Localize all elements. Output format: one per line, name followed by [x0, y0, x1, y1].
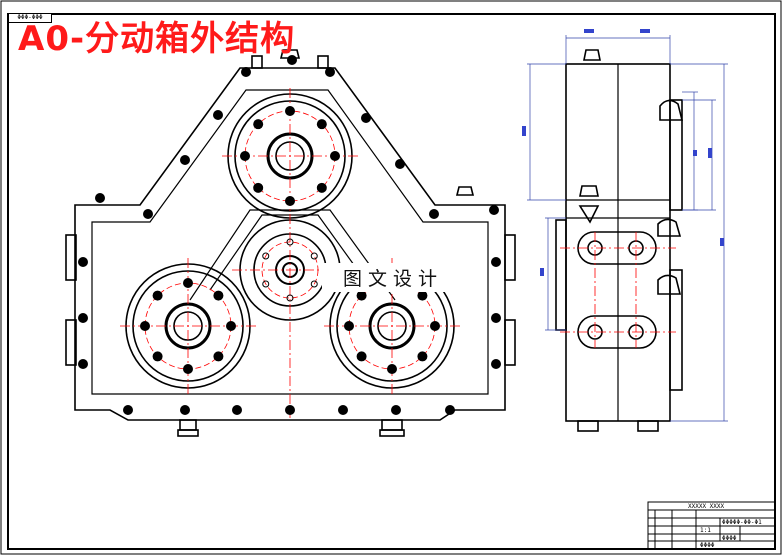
side-centerlines [560, 232, 676, 348]
bolt-hole [491, 257, 501, 267]
bolt-hole [213, 351, 224, 362]
sheet-code-box: ΦΦΦ-ΦΦΦ [8, 13, 52, 23]
title-block-sheet: ΦΦΦΦ [722, 535, 737, 542]
bolt-hole [391, 405, 401, 415]
bolt-hole [430, 321, 440, 331]
bolt-hole [226, 321, 236, 331]
bolt-hole [344, 321, 354, 331]
left-lug-bottom [65, 319, 77, 366]
bolt-hole [361, 113, 371, 123]
mid-bolt [286, 294, 294, 302]
right-lug-bottom [504, 319, 516, 366]
side-dimensions [527, 35, 728, 422]
bolt-hole [395, 159, 405, 169]
bolt-hole [387, 364, 397, 374]
bolt-hole [316, 119, 327, 130]
bolt-hole [180, 155, 190, 165]
bolt-hole [140, 321, 150, 331]
housing-inner [91, 89, 489, 395]
bolt-hole [78, 313, 88, 323]
bolt-hole [241, 67, 251, 77]
side-flange-left [555, 219, 567, 331]
bolt-hole [180, 405, 190, 415]
title-block [647, 501, 776, 550]
drawing-title: A0-分动箱外结构 [18, 19, 296, 59]
title-block-scale: 1:1 [700, 527, 711, 534]
bolt-hole [325, 67, 335, 77]
bolt-hole [240, 151, 250, 161]
bolt-hole [489, 205, 499, 215]
housing-outline [74, 67, 506, 421]
mid-bolt [286, 238, 294, 246]
drain-left-cap [177, 429, 199, 437]
right-breather [455, 186, 475, 196]
side-drain-left [577, 420, 599, 432]
bolt-hole [78, 359, 88, 369]
bolt-hole [338, 405, 348, 415]
inner-border [7, 13, 776, 550]
bolt-hole [417, 290, 428, 301]
top-boss [251, 55, 263, 69]
bolt-hole [285, 405, 295, 415]
bolt-hole [491, 359, 501, 369]
bolt-hole [253, 182, 264, 193]
side-flange-right [669, 99, 683, 211]
mid-bolt [310, 252, 318, 260]
dimension-markers [522, 29, 724, 276]
bolt-hole [183, 364, 193, 374]
drain-left [179, 419, 197, 431]
bolt-hole [253, 119, 264, 130]
watermark-label: 图文设计 [322, 263, 464, 292]
front-view-bolts [78, 55, 501, 415]
bolt-hole [152, 351, 163, 362]
side-view [555, 49, 684, 432]
bolt-hole [417, 351, 428, 362]
title-block-bottom: ΦΦΦΦ [700, 542, 715, 549]
bolt-hole [330, 151, 340, 161]
title-block-header: XXXXX XXXX [688, 503, 725, 510]
top-boss-2 [317, 55, 329, 69]
bolt-hole [123, 405, 133, 415]
bolt-hole [213, 290, 224, 301]
bolt-hole [78, 257, 88, 267]
left-lug-top [65, 234, 77, 281]
bolt-hole [356, 290, 367, 301]
drain-mid-cap [379, 429, 405, 437]
bolt-hole [152, 290, 163, 301]
bolt-hole [491, 313, 501, 323]
bolt-hole [143, 209, 153, 219]
front-centerlines [120, 88, 460, 418]
side-flange-right-2 [669, 269, 683, 391]
bolt-hole [285, 196, 295, 206]
bolt-hole [316, 182, 327, 193]
bolt-hole [287, 55, 297, 65]
bolt-hole [95, 193, 105, 203]
side-drain-right [637, 420, 659, 432]
right-lug-top [504, 234, 516, 281]
bolt-hole [445, 405, 455, 415]
mid-bolt [310, 280, 318, 288]
bolt-hole [285, 106, 295, 116]
bolt-hole [429, 209, 439, 219]
drain-mid [381, 419, 403, 431]
bolt-hole [183, 278, 193, 288]
side-breather-top [583, 49, 601, 61]
title-block-drawing-no: ΦΦΦΦΦ-ΦΦ-Φ1 [722, 519, 762, 526]
bolt-hole [213, 110, 223, 120]
side-breather-mid [579, 185, 599, 197]
bolt-hole [356, 351, 367, 362]
bolt-hole [232, 405, 242, 415]
mid-bolt [262, 252, 270, 260]
mid-bolt [262, 280, 270, 288]
